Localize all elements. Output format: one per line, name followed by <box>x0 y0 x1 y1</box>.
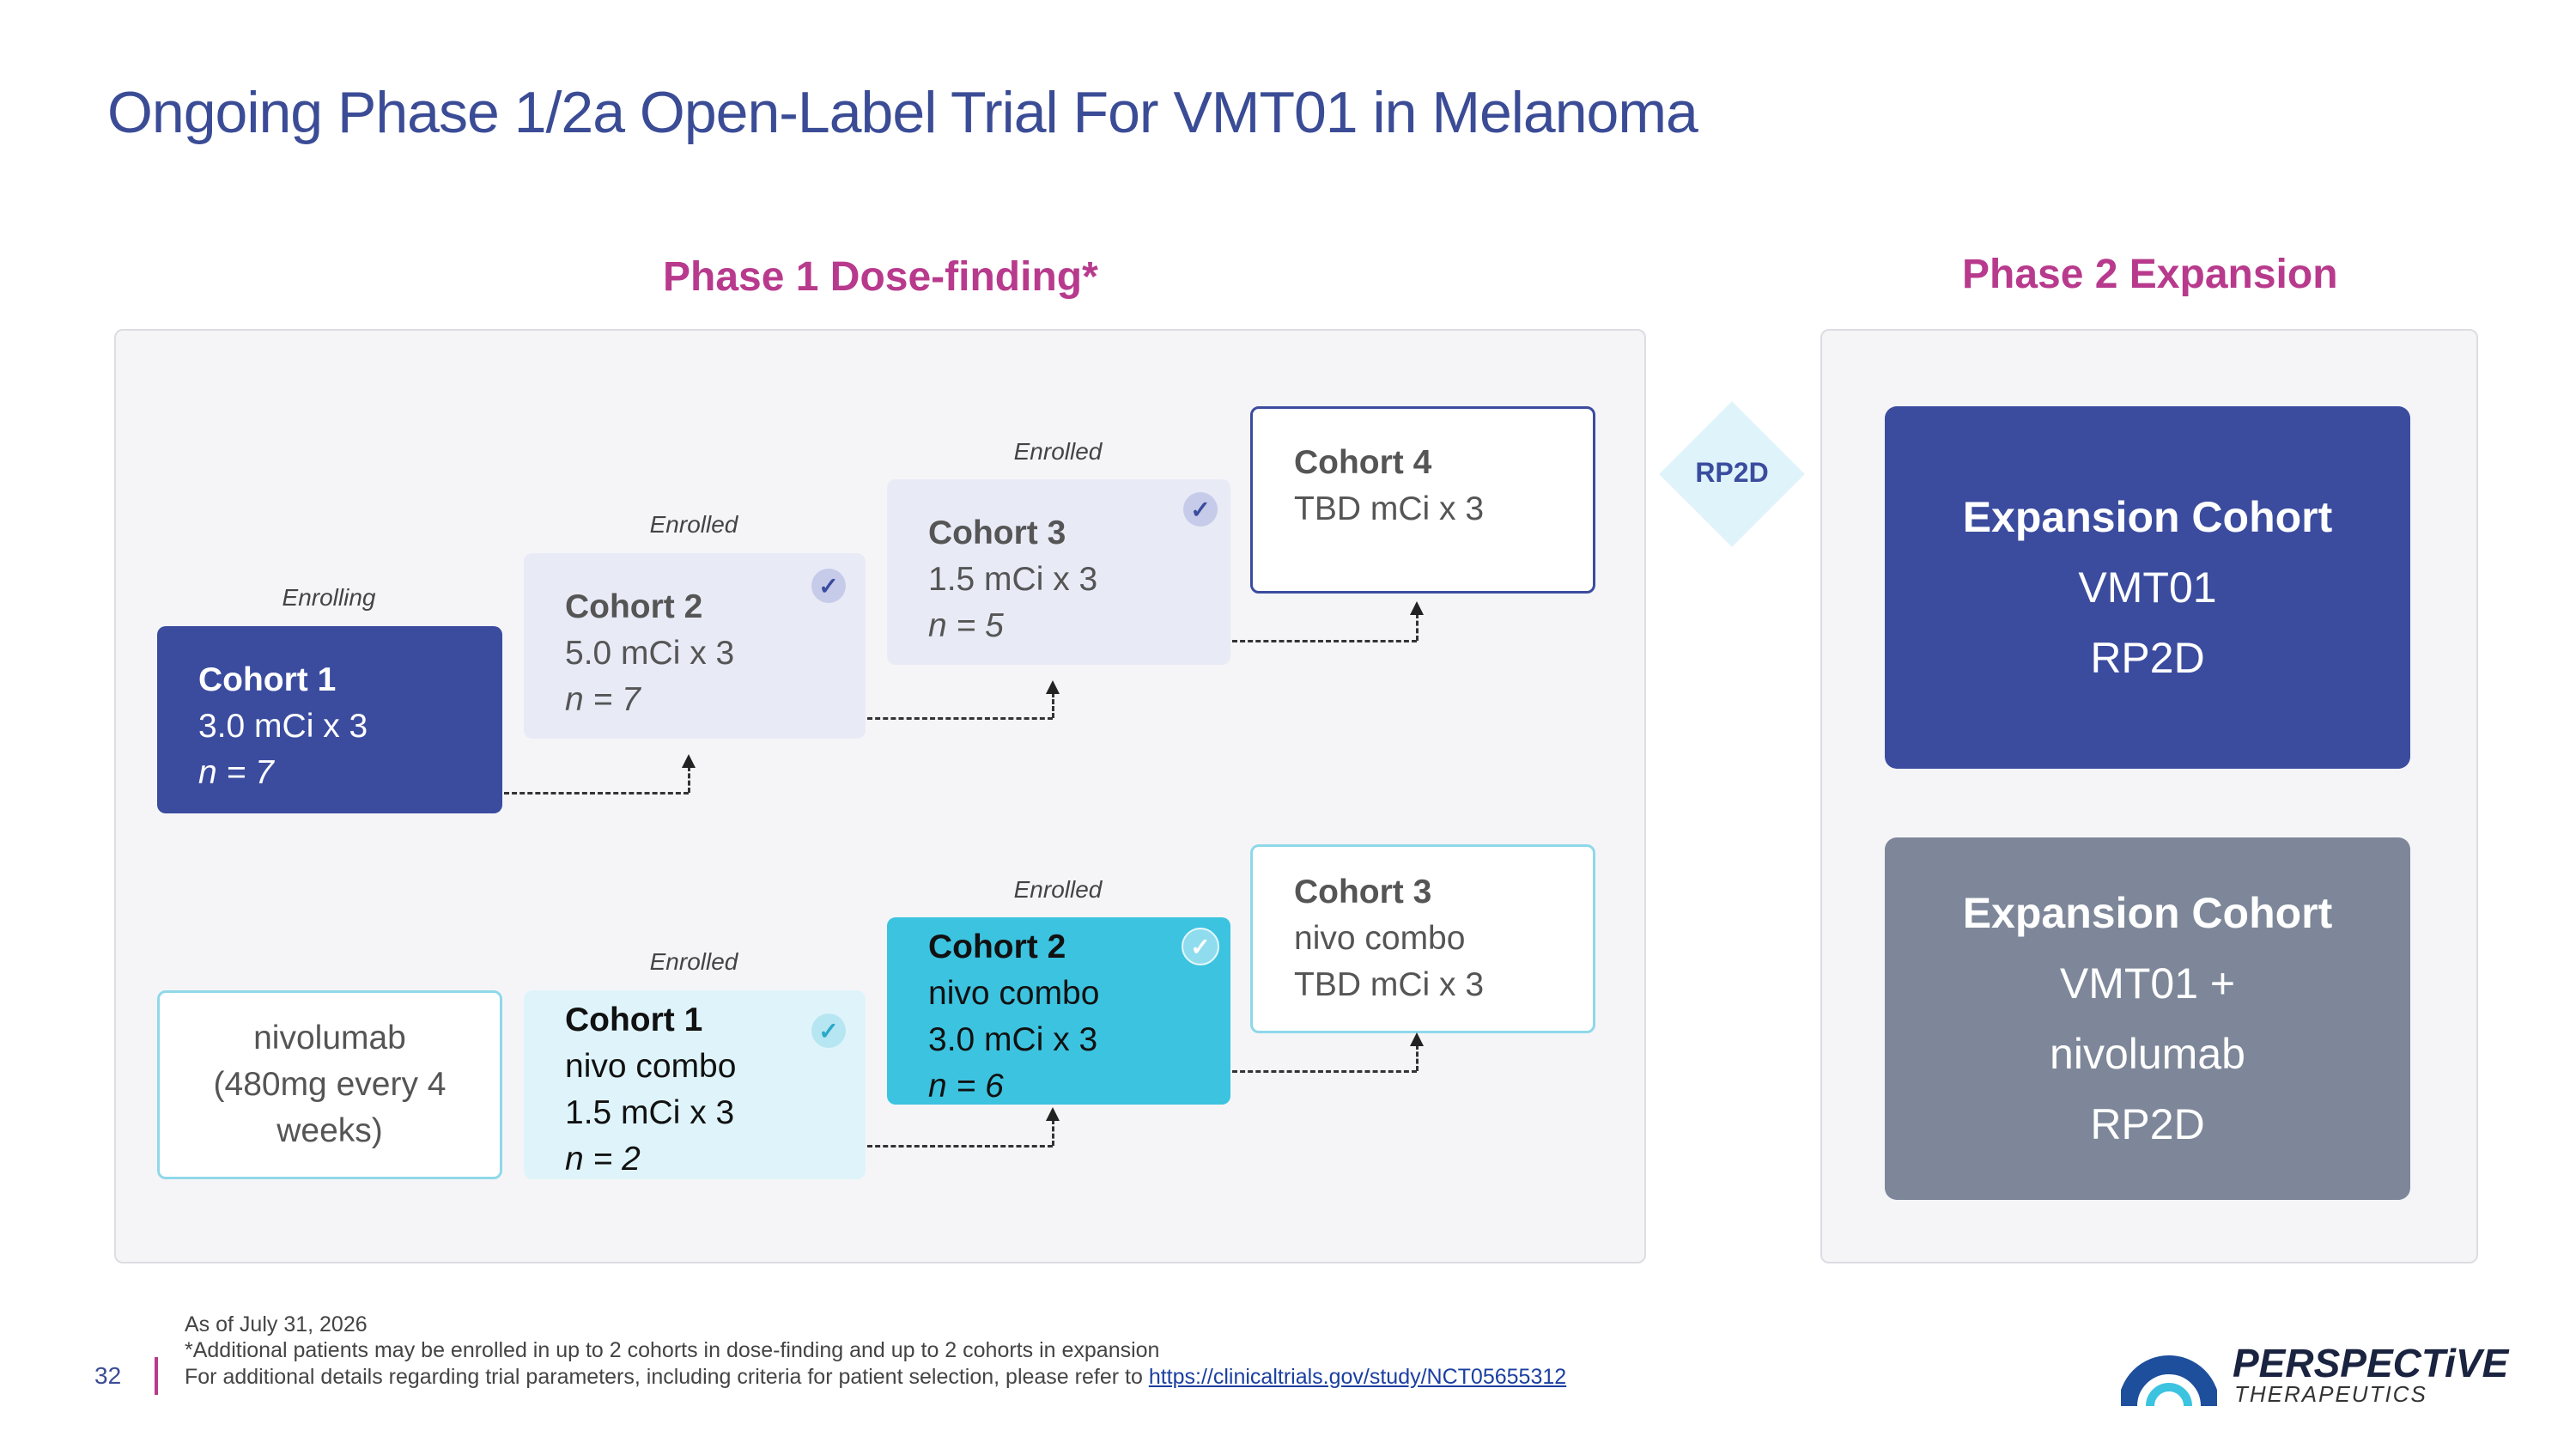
page-number: 32 <box>94 1362 122 1389</box>
connector-line <box>867 1145 1053 1148</box>
cohort1-name: Cohort 1 <box>198 661 337 698</box>
cohort3-n: n = 5 <box>928 607 1004 644</box>
combo-cohort1-name: Cohort 1 <box>565 1002 703 1038</box>
cohort2-status: Enrolled <box>649 511 738 538</box>
footer-divider <box>155 1357 158 1395</box>
nivolumab-line: weeks) <box>276 1112 383 1149</box>
combo-cohort3-box[interactable]: Cohort 3 nivo combo TBD mCi x 3 <box>1250 844 1595 1033</box>
connector-line <box>867 717 1053 720</box>
cohort3-dose: 1.5 mCi x 3 <box>928 561 1098 598</box>
arrow-up-icon <box>1046 680 1060 694</box>
cohort2-dose: 5.0 mCi x 3 <box>565 635 735 672</box>
cohort2-box[interactable]: Cohort 2 5.0 mCi x 3 n = 7 <box>524 553 866 739</box>
nivolumab-line: (480mg every 4 <box>213 1066 447 1103</box>
check-icon: ✓ <box>811 569 846 603</box>
footer-date: As of July 31, 2026 <box>185 1312 368 1336</box>
expansion-line: VMT01 + <box>2059 959 2236 1008</box>
combo-cohort2-box[interactable]: Cohort 2 nivo combo 3.0 mCi x 3 n = 6 <box>887 917 1230 1105</box>
clinicaltrials-link[interactable]: https://clinicaltrials.gov/study/NCT0565… <box>1148 1365 1567 1389</box>
cohort1-status: Enrolling <box>282 584 376 611</box>
cohort1-n: n = 7 <box>198 754 274 791</box>
combo-cohort2-n: n = 6 <box>928 1068 1004 1105</box>
connector-line <box>1416 613 1419 641</box>
cohort1-box[interactable]: Cohort 1 3.0 mCi x 3 n = 7 <box>157 626 502 813</box>
nivolumab-box[interactable]: nivolumab (480mg every 4 weeks) <box>157 990 502 1179</box>
combo-cohort3-line: nivo combo <box>1294 920 1466 957</box>
connector-line <box>1232 640 1417 642</box>
combo-cohort2-name: Cohort 2 <box>928 928 1066 965</box>
cohort3-status: Enrolled <box>1013 438 1103 465</box>
page-title: Ongoing Phase 1/2a Open-Label Trial For … <box>107 80 1698 145</box>
connector-line <box>688 766 690 793</box>
expansion-title: Expansion Cohort <box>1962 493 2333 541</box>
combo-cohort1-dose: 1.5 mCi x 3 <box>565 1094 735 1131</box>
expansion-cohort-vmt01[interactable]: Expansion Cohort VMT01 RP2D <box>1885 406 2410 769</box>
rp2d-label: RP2D <box>1695 457 1769 488</box>
footer-reference: For additional details regarding trial p… <box>185 1365 1566 1390</box>
connector-line <box>1232 1070 1417 1073</box>
phase2-heading: Phase 2 Expansion <box>1962 252 2338 297</box>
cohort2-name: Cohort 2 <box>565 588 703 625</box>
combo-cohort1-n: n = 2 <box>565 1141 641 1178</box>
cohort3-name: Cohort 3 <box>928 514 1066 551</box>
check-icon: ✓ <box>1183 492 1218 527</box>
arrow-up-icon <box>1410 1032 1424 1046</box>
logo-name: PERSPECTiVE <box>2233 1341 2509 1385</box>
expansion-line: VMT01 <box>2078 563 2217 612</box>
footer-note: *Additional patients may be enrolled in … <box>185 1338 1160 1362</box>
footer-reference-text: For additional details regarding trial p… <box>185 1365 1143 1389</box>
check-icon: ✓ <box>811 1014 846 1048</box>
arrow-up-icon <box>682 754 696 768</box>
cohort4-name: Cohort 4 <box>1294 444 1432 481</box>
cohort1-dose: 3.0 mCi x 3 <box>198 708 368 745</box>
expansion-line: nivolumab <box>2050 1030 2245 1078</box>
cohort4-dose: TBD mCi x 3 <box>1294 490 1485 527</box>
arrow-up-icon <box>1410 601 1424 615</box>
combo-cohort2-line: nivo combo <box>928 975 1100 1012</box>
expansion-line: RP2D <box>2090 1100 2205 1148</box>
cohort4-box[interactable]: Cohort 4 TBD mCi x 3 <box>1250 406 1595 594</box>
connector-line <box>1416 1044 1419 1071</box>
arrow-up-icon <box>1046 1107 1060 1121</box>
combo-cohort1-status: Enrolled <box>649 948 738 975</box>
cohort3-box[interactable]: Cohort 3 1.5 mCi x 3 n = 5 <box>887 479 1230 665</box>
combo-cohort3-name: Cohort 3 <box>1294 874 1432 910</box>
expansion-title: Expansion Cohort <box>1962 889 2333 937</box>
connector-line <box>504 792 689 795</box>
connector-line <box>1052 692 1054 718</box>
logo-subtitle: THERAPEUTICS <box>2234 1381 2427 1407</box>
expansion-line: RP2D <box>2090 634 2205 682</box>
combo-cohort3-dose: TBD mCi x 3 <box>1294 966 1485 1003</box>
combo-cohort1-box[interactable]: Cohort 1 nivo combo 1.5 mCi x 3 n = 2 <box>524 990 866 1179</box>
connector-line <box>1052 1119 1054 1146</box>
combo-cohort1-line: nivo combo <box>565 1048 737 1085</box>
logo-mark-icon <box>2118 1327 2220 1409</box>
nivolumab-line: nivolumab <box>253 1020 406 1056</box>
combo-cohort2-dose: 3.0 mCi x 3 <box>928 1021 1098 1058</box>
phase1-heading: Phase 1 Dose-finding* <box>663 254 1098 300</box>
cohort2-n: n = 7 <box>565 681 641 718</box>
check-icon: ✓ <box>1182 928 1219 965</box>
combo-cohort2-status: Enrolled <box>1013 876 1103 903</box>
expansion-cohort-combo[interactable]: Expansion Cohort VMT01 + nivolumab RP2D <box>1885 837 2410 1200</box>
